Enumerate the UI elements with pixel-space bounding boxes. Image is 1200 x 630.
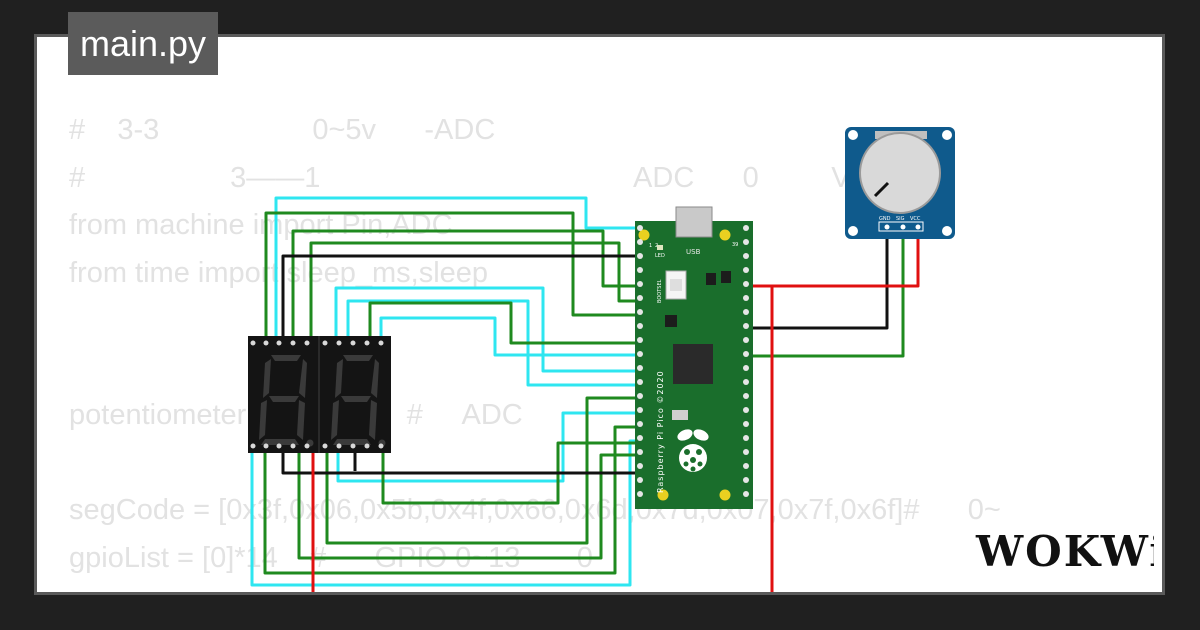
code-line: segCode = [0x3f,0x06,0x5b,0x4f,0x66,0x6d… xyxy=(69,494,1001,526)
pico-pin[interactable] xyxy=(743,239,749,245)
pico-pin[interactable] xyxy=(637,351,643,357)
code-line: # 3——1 ADC 0 V xyxy=(69,161,851,194)
rp2040-chip xyxy=(673,344,713,384)
mount-hole xyxy=(719,229,731,241)
wire-cyan-c xyxy=(346,299,643,387)
pot-pin-gnd-label: GND xyxy=(879,216,891,222)
wire-cyan-b xyxy=(334,286,643,373)
pot-pin-vcc-label: VCC xyxy=(910,216,921,222)
pico-pin[interactable] xyxy=(637,337,643,343)
pin-39-label: 39 xyxy=(732,242,738,248)
wires xyxy=(250,196,920,592)
pico-pin[interactable] xyxy=(637,309,643,315)
pin-1-label: 1 xyxy=(649,243,652,249)
pico-pin[interactable] xyxy=(743,421,749,427)
pico-pin[interactable] xyxy=(637,253,643,259)
pico-pin[interactable] xyxy=(637,393,643,399)
wokwi-logo: WOKWi xyxy=(975,527,1154,576)
pico-pin[interactable] xyxy=(743,407,749,413)
pico-pin[interactable] xyxy=(743,323,749,329)
pin-2-label: 2 xyxy=(655,243,658,249)
display-pins xyxy=(250,340,384,449)
pico-pin[interactable] xyxy=(743,295,749,301)
pico-pin[interactable] xyxy=(743,449,749,455)
wire-green-d xyxy=(368,301,643,345)
seven-segment-display[interactable] xyxy=(248,336,391,453)
pico-pin[interactable] xyxy=(743,337,749,343)
code-line: # 3-3 0~5v -ADC xyxy=(69,114,496,146)
digit-1 xyxy=(259,355,314,447)
wire-green-pot xyxy=(740,227,905,358)
wire-cyan-e xyxy=(250,439,643,587)
pico-pin[interactable] xyxy=(743,253,749,259)
potentiometer[interactable]: GND SIG VCC xyxy=(845,127,955,239)
wire-green-c xyxy=(309,241,643,343)
bootsel-label: BOOTSEL xyxy=(657,279,663,303)
pico-pin[interactable] xyxy=(743,463,749,469)
pico-pin[interactable] xyxy=(637,365,643,371)
pico-pin[interactable] xyxy=(743,365,749,371)
wire-green-e xyxy=(263,425,643,575)
pico-pin[interactable] xyxy=(743,379,749,385)
pico-pin[interactable] xyxy=(637,491,643,497)
wire-black-a xyxy=(281,254,643,343)
pico-pins-left xyxy=(637,225,643,497)
knob-indicator xyxy=(873,181,890,198)
pico-pin[interactable] xyxy=(637,463,643,469)
pico-pin[interactable] xyxy=(637,239,643,245)
potentiometer-knob xyxy=(859,132,941,214)
pico-pin[interactable] xyxy=(637,225,643,231)
led-label: LED xyxy=(655,253,665,259)
mount-hole xyxy=(657,489,669,501)
pico-pin[interactable] xyxy=(637,421,643,427)
wire-black-b xyxy=(281,453,643,475)
wire-black-pot xyxy=(740,227,889,330)
code-line: from time import sleep_ms,sleep xyxy=(69,256,489,289)
pico-pin[interactable] xyxy=(637,295,643,301)
wire-green-f xyxy=(297,453,643,560)
file-tab[interactable]: main.py xyxy=(68,12,219,75)
pico-board[interactable]: USB 1 2 39 LED BOOTSEL Raspberry Pi Pico… xyxy=(635,206,753,509)
board-name: Raspberry Pi Pico ©2020 xyxy=(656,370,665,493)
mount-hole xyxy=(719,489,731,501)
pico-pin[interactable] xyxy=(743,267,749,273)
wire-red-pot xyxy=(740,227,920,288)
wire-cyan-d xyxy=(379,316,643,357)
pico-pin[interactable] xyxy=(637,281,643,287)
pot-pin-sig-label: SIG xyxy=(896,216,905,222)
wokwi-logo-text: WOKWi xyxy=(975,527,1154,576)
pico-pin[interactable] xyxy=(743,281,749,287)
pico-pin[interactable] xyxy=(743,309,749,315)
circuit-diagram: USB 1 2 39 LED BOOTSEL Raspberry Pi Pico… xyxy=(248,127,955,592)
pico-pin[interactable] xyxy=(743,435,749,441)
wire-cyan-a xyxy=(274,196,643,343)
pico-pin[interactable] xyxy=(637,435,643,441)
pico-pin[interactable] xyxy=(637,379,643,385)
usb-connector xyxy=(675,206,713,238)
mount-hole xyxy=(638,229,650,241)
wire-green-a xyxy=(264,211,643,343)
pico-pin[interactable] xyxy=(743,351,749,357)
pico-pin[interactable] xyxy=(743,477,749,483)
wire-green-b xyxy=(291,229,643,343)
pico-pin[interactable] xyxy=(743,225,749,231)
pico-pin[interactable] xyxy=(743,393,749,399)
pico-pin[interactable] xyxy=(637,449,643,455)
pico-pin[interactable] xyxy=(743,491,749,497)
pico-pin[interactable] xyxy=(637,407,643,413)
wire-green-h xyxy=(381,441,643,505)
pico-pins-right xyxy=(743,225,749,497)
pico-pin[interactable] xyxy=(637,267,643,273)
code-line: for i in range(0,14): xyxy=(69,582,1001,592)
pico-pin[interactable] xyxy=(637,477,643,483)
pico-pin[interactable] xyxy=(637,323,643,329)
wire-green-g xyxy=(325,396,643,545)
usb-label: USB xyxy=(686,248,701,256)
